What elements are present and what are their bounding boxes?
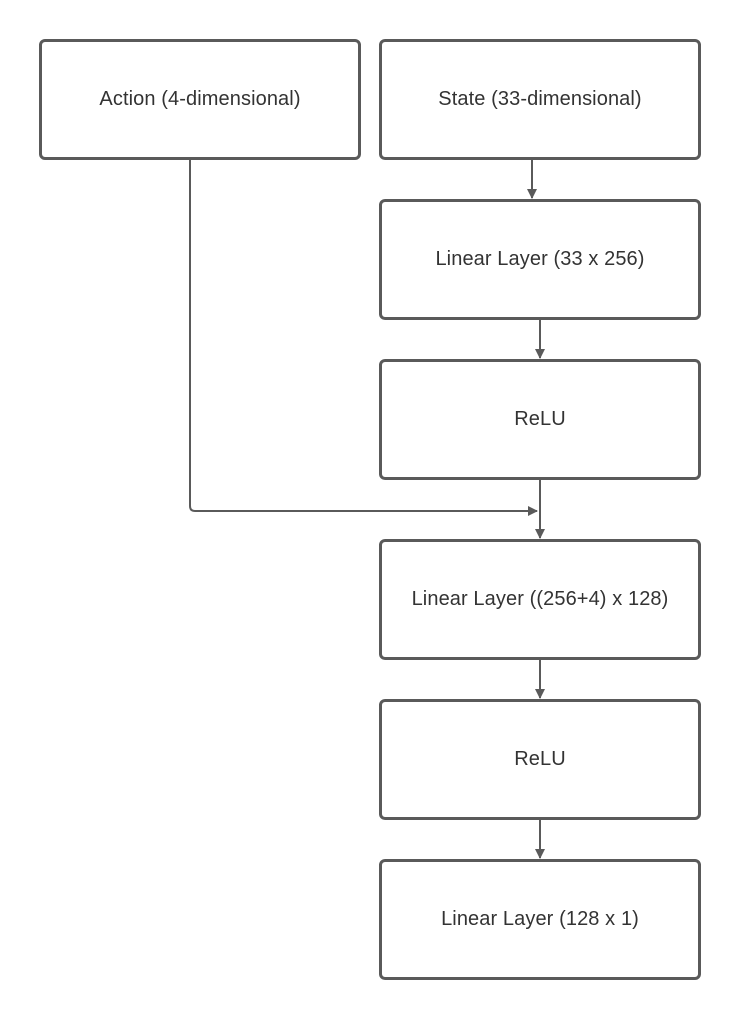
node-linear-layer-2-label: Linear Layer ((256+4) x 128) bbox=[411, 588, 669, 610]
node-relu-1: ReLU bbox=[379, 359, 701, 480]
node-relu-1-label: ReLU bbox=[514, 408, 566, 430]
node-action: Action (4-dimensional) bbox=[39, 39, 361, 160]
node-state: State (33-dimensional) bbox=[379, 39, 701, 160]
node-linear-layer-3-label: Linear Layer (128 x 1) bbox=[441, 908, 639, 930]
node-linear-layer-1-label: Linear Layer (33 x 256) bbox=[435, 248, 645, 270]
node-relu-2: ReLU bbox=[379, 699, 701, 820]
node-linear-layer-3: Linear Layer (128 x 1) bbox=[379, 859, 701, 980]
node-state-label: State (33-dimensional) bbox=[438, 88, 642, 110]
node-relu-2-label: ReLU bbox=[514, 748, 566, 770]
node-action-label: Action (4-dimensional) bbox=[99, 88, 301, 110]
node-linear-layer-1: Linear Layer (33 x 256) bbox=[379, 199, 701, 320]
node-linear-layer-2: Linear Layer ((256+4) x 128) bbox=[379, 539, 701, 660]
